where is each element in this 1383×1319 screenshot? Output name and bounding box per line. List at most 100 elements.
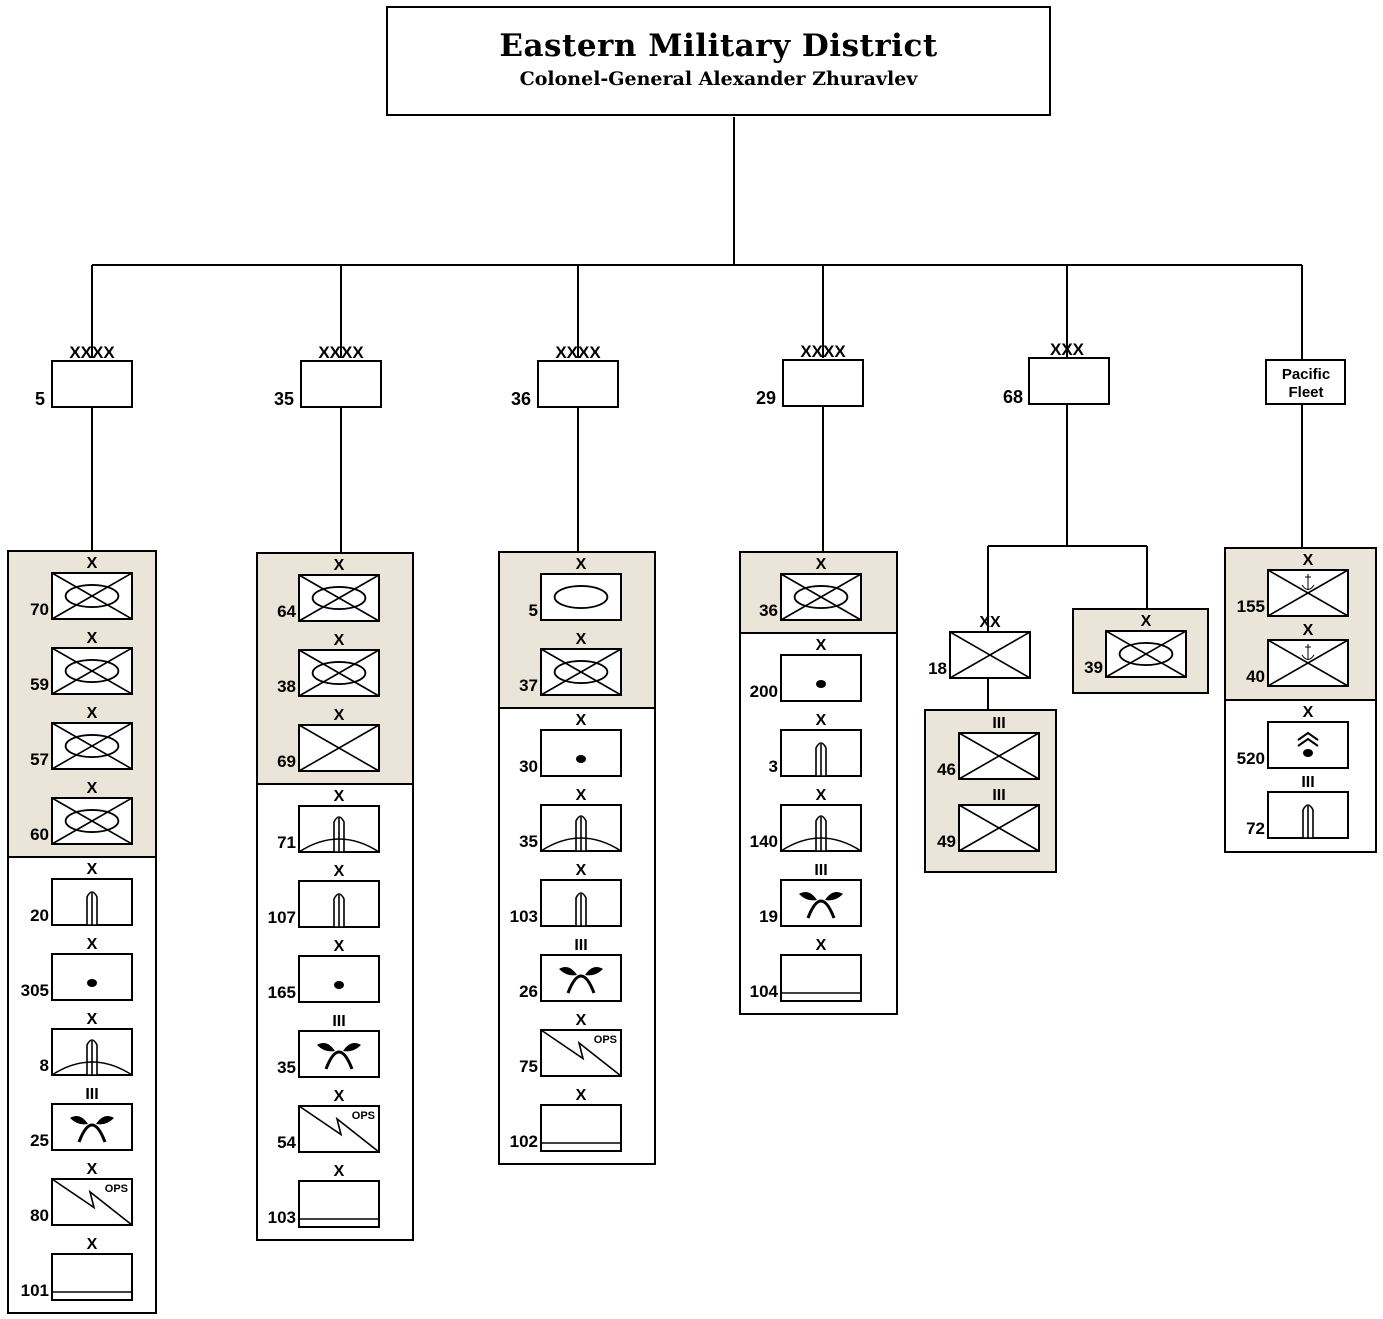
- unit-missile: III 72: [1246, 774, 1349, 839]
- unit-missile: X3: [769, 712, 862, 777]
- infantry-cross-line: [949, 631, 1031, 679]
- unit-motor-rifle: X70: [30, 555, 133, 620]
- infantry-cross-line: [780, 573, 862, 621]
- infantry-cross-line: [51, 647, 133, 695]
- echelon-marker: X: [87, 1236, 98, 1253]
- unit-frame: [51, 1103, 133, 1151]
- unit-number: 140: [750, 832, 778, 851]
- unit-motor-rifle: X39: [1084, 613, 1187, 678]
- engineer-icon: [559, 967, 603, 994]
- infantry-cross-line: [298, 574, 380, 622]
- unit-number: 25: [30, 1131, 49, 1150]
- unit-motor-rifle: X57: [30, 705, 133, 770]
- echelon-marker: X: [576, 556, 587, 573]
- echelon-marker: X: [576, 1012, 587, 1029]
- unit-armor: X5: [529, 556, 622, 621]
- commander-name: Colonel-General Alexander Zhuravlev: [519, 68, 918, 90]
- unit-missile: X20: [30, 861, 133, 926]
- unit-number: 39: [1084, 658, 1103, 677]
- unit-number: 8: [40, 1056, 49, 1075]
- echelon-marker: XXXX: [69, 343, 115, 362]
- unit-frame: [298, 955, 380, 1003]
- unit-number: 80: [30, 1206, 49, 1225]
- unit-number: 200: [750, 682, 778, 701]
- unit-number: 104: [750, 982, 779, 1001]
- echelon-marker: X: [334, 938, 345, 955]
- formation-frame: [51, 360, 133, 408]
- echelon-marker: X: [87, 936, 98, 953]
- infantry-cross-line: [1267, 639, 1349, 687]
- echelon-marker: X: [1303, 622, 1314, 639]
- unit-frame: [298, 1180, 380, 1228]
- unit-number: 165: [268, 983, 296, 1002]
- echelon-marker: III: [574, 937, 587, 954]
- unit-frame: [540, 573, 622, 621]
- echelon-marker: III: [814, 862, 827, 879]
- missile-icon: [333, 893, 345, 928]
- unit-number: 26: [519, 982, 538, 1001]
- unit-number: 38: [277, 677, 296, 696]
- support-panel: [498, 707, 656, 1165]
- formation-number: 35: [274, 389, 294, 409]
- armor-ellipse: [64, 734, 120, 758]
- support-panel: [7, 856, 157, 1314]
- unit-number: 72: [1246, 819, 1265, 838]
- missile-icon: [86, 1039, 98, 1076]
- unit-number: 19: [759, 907, 778, 926]
- echelon-marker: XXXX: [318, 343, 364, 362]
- echelon-marker: X: [576, 631, 587, 648]
- division-18: XX 18: [928, 614, 1031, 679]
- armor-ellipse: [64, 659, 120, 683]
- unit-motor-rifle: X37: [519, 631, 622, 696]
- echelon-marker: X: [87, 1161, 98, 1178]
- unit-engineer: III 26: [519, 937, 622, 1002]
- echelon-marker: XX: [979, 614, 1001, 631]
- unit-frame: [780, 879, 862, 927]
- unit-number: 70: [30, 600, 49, 619]
- unit-engineer: III 19: [759, 862, 862, 927]
- unit-number: 155: [1237, 597, 1265, 616]
- air-defense-arc: [298, 838, 380, 853]
- echelon-marker: III: [1301, 774, 1314, 791]
- unit-naval-infantry: X40: [1246, 622, 1349, 687]
- echelon-marker: X: [334, 632, 345, 649]
- air-defense-arc: [780, 837, 862, 852]
- missile-icon: [1302, 804, 1314, 839]
- unit-number: 18: [928, 659, 947, 678]
- unit-number: 305: [21, 981, 49, 1000]
- echelon-marker: X: [576, 787, 587, 804]
- unit-frame: [780, 954, 862, 1002]
- unit-motor-rifle: X59: [30, 630, 133, 695]
- ops-tag: OPS: [352, 1110, 375, 1122]
- unit-number: 35: [277, 1058, 296, 1077]
- unit-artillery: X 200: [750, 637, 862, 702]
- echelon-marker: X: [816, 787, 827, 804]
- unit-frame: [298, 1105, 380, 1153]
- echelon-marker: X: [816, 937, 827, 954]
- armor-ellipse: [311, 661, 367, 685]
- engineer-icon: [70, 1116, 114, 1143]
- signal-lightning: [298, 1105, 380, 1153]
- infantry-cross-line: [298, 649, 380, 697]
- echelon-marker: X: [816, 637, 827, 654]
- unit-motor-rifle: X60: [30, 780, 133, 845]
- formation-number: 36: [511, 389, 531, 409]
- armor-ellipse: [553, 585, 609, 609]
- unit-frame: [298, 1030, 380, 1078]
- headquarters-box: Eastern Military District Colonel-Genera…: [386, 6, 1051, 116]
- unit-number: 71: [277, 833, 296, 852]
- echelon-marker: III: [992, 715, 1005, 732]
- signal-lightning: [540, 1029, 622, 1077]
- unit-number: 35: [519, 832, 538, 851]
